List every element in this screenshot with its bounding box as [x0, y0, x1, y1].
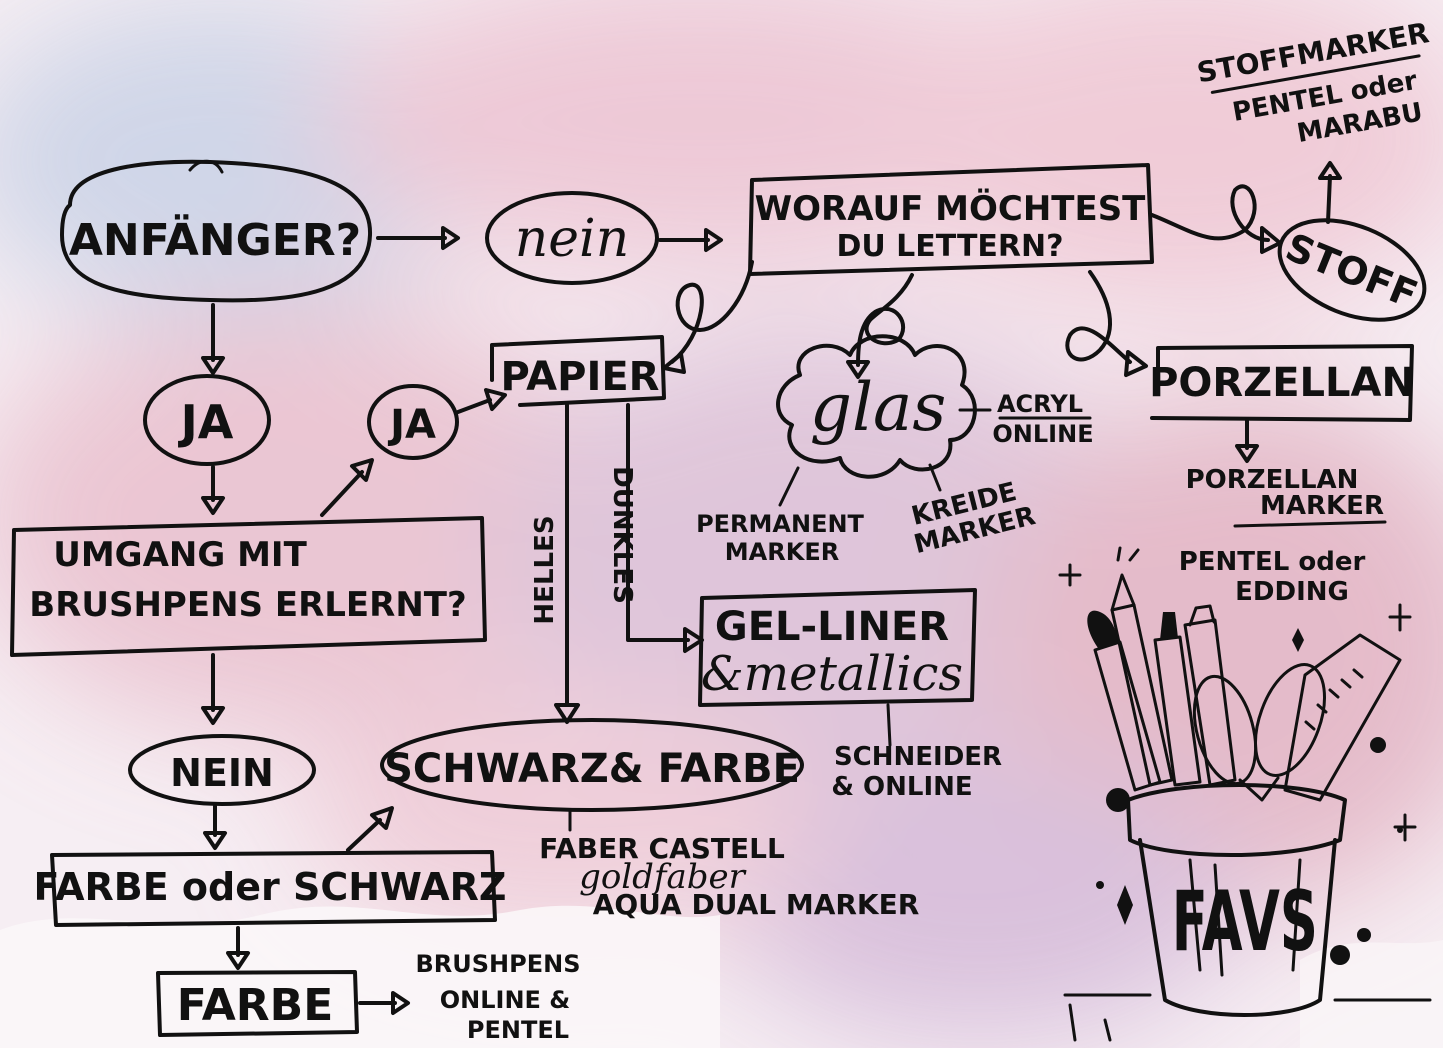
brushpens-line3: PENTEL — [467, 1016, 569, 1044]
node-nein-top: nein — [485, 191, 659, 285]
arrow-umgang-ja — [320, 458, 374, 517]
schwarz-farbe-label: SCHWARZ& FARBE — [384, 746, 800, 792]
arrow-nein-farbeoderschwarz — [203, 804, 227, 850]
arrow-worauf-papier — [662, 260, 754, 374]
line-glas-kreide: KREIDE MARKER — [909, 463, 1039, 560]
line-gel-schneider: SCHNEIDER & ONLINE — [831, 703, 1002, 802]
farbe-label: FARBE — [177, 980, 334, 1031]
pen-icon — [1183, 604, 1237, 787]
line-glas-acryl: ACRYL ONLINE — [958, 390, 1094, 448]
porzellan-brands-line1: PENTEL oder — [1179, 547, 1366, 577]
favs-label: FAVS — [1172, 875, 1318, 970]
arrow-fos-schwarzfarbe — [346, 806, 394, 852]
node-anfaenger: ANFÄNGER? — [60, 159, 373, 303]
anfaenger-label: ANFÄNGER? — [69, 213, 361, 266]
farbe-oder-schwarz-label: FARBE oder SCHWARZ — [34, 865, 507, 909]
arrow-ja-papier — [456, 388, 507, 414]
marker-icon — [1153, 612, 1202, 787]
node-nein-bottom: NEIN — [128, 734, 316, 806]
node-gel-liner: GEL-LINER &metallics — [698, 588, 977, 707]
nein-bottom-label: NEIN — [170, 751, 274, 795]
umgang-label-line1: UMGANG MIT — [53, 535, 307, 575]
arrow-worauf-porzellan — [1065, 270, 1148, 377]
porzellan-label: PORZELLAN — [1149, 360, 1415, 406]
nein-top-label: nein — [515, 209, 629, 269]
node-porzellan: PORZELLAN — [1149, 344, 1415, 422]
umgang-label-line2: BRUSHPENS ERLERNT? — [29, 585, 466, 625]
brushpens-line1: BRUSHPENS — [416, 950, 581, 978]
node-ja-mid: JA — [367, 384, 459, 460]
faber-line2: goldfaber — [579, 857, 747, 897]
node-glas: glas — [776, 334, 977, 479]
node-stoffmarker: STOFFMARKER PENTEL oder MARABU — [1194, 16, 1431, 149]
porzellanmarker-line2: MARKER — [1260, 491, 1384, 521]
node-papier: PAPIER — [490, 335, 666, 407]
ja-left-label: JA — [178, 395, 234, 449]
acryl-online-label: ONLINE — [992, 420, 1093, 448]
node-farbe-oder-schwarz: FARBE oder SCHWARZ — [34, 850, 507, 927]
dunkles-label: DUNKLES — [607, 466, 637, 604]
permanent-line2: MARKER — [725, 538, 839, 566]
gel-label-line1: GEL-LINER — [715, 604, 949, 650]
stoff-label: STOFF — [1280, 225, 1424, 317]
arrow-anfaenger-ja — [201, 303, 225, 375]
arrow-worauf-glas — [846, 273, 914, 379]
brushpens-line2: ONLINE & — [440, 986, 570, 1014]
permanent-line1: PERMANENT — [696, 510, 864, 538]
brush-icon — [1087, 610, 1162, 792]
papier-label: PAPIER — [501, 354, 660, 400]
ja-mid-label: JA — [387, 402, 436, 448]
favs-cup-illustration: FAVS — [1058, 546, 1432, 1042]
node-umgang: UMGANG MIT BRUSHPENS ERLERNT? — [10, 516, 487, 657]
arrow-farbe-brushpens: BRUSHPENS ONLINE & PENTEL — [358, 950, 581, 1044]
arrow-anfaenger-nein — [376, 226, 460, 250]
line-schwarz-faber: FABER CASTELL goldfaber AQUA DUAL MARKER — [539, 808, 920, 921]
arrow-papier-schwarz: HELLES — [530, 403, 580, 724]
faber-line3: AQUA DUAL MARKER — [593, 888, 920, 921]
ruler-icon — [1283, 633, 1402, 802]
porzellanmarker-line1: PORZELLAN — [1186, 465, 1359, 495]
arrow-porzellan-marker — [1235, 418, 1259, 463]
worauf-label-line2: DU LETTERN? — [836, 229, 1063, 264]
schneider-line2: & ONLINE — [831, 772, 972, 802]
arrow-papier-gel: DUNKLES — [607, 403, 704, 653]
acryl-label: ACRYL — [997, 390, 1083, 418]
arrow-fos-farbe — [226, 926, 250, 970]
arrow-stoff-stoffmarker — [1318, 161, 1342, 224]
scissors-icon — [1192, 663, 1326, 802]
node-ja-left: JA — [143, 374, 271, 466]
node-stoff: STOFF — [1277, 218, 1427, 322]
node-worauf: WORAUF MÖCHTEST DU LETTERN? — [748, 163, 1154, 276]
gel-label-line2: &metallics — [701, 646, 963, 702]
pencil-icon — [1110, 573, 1174, 787]
glas-label: glas — [810, 369, 947, 446]
arrow-ja-umgang — [201, 465, 225, 515]
arrow-nein-worauf — [658, 228, 723, 252]
arrow-umgang-nein — [201, 653, 225, 725]
schneider-line1: SCHNEIDER — [834, 742, 1002, 772]
worauf-label-line1: WORAUF MÖCHTEST — [755, 188, 1147, 229]
arrow-worauf-stoff — [1150, 184, 1282, 254]
node-farbe: FARBE — [156, 970, 359, 1037]
line-glas-permanent: PERMANENT MARKER — [696, 466, 865, 566]
node-schwarz-farbe: SCHWARZ& FARBE — [380, 718, 804, 812]
porzellan-brands-line2: EDDING — [1235, 577, 1349, 607]
helles-label: HELLES — [530, 515, 560, 624]
node-porzellanmarker: PORZELLAN MARKER PENTEL oder EDDING — [1179, 465, 1387, 607]
faber-line1: FABER CASTELL — [539, 832, 785, 865]
